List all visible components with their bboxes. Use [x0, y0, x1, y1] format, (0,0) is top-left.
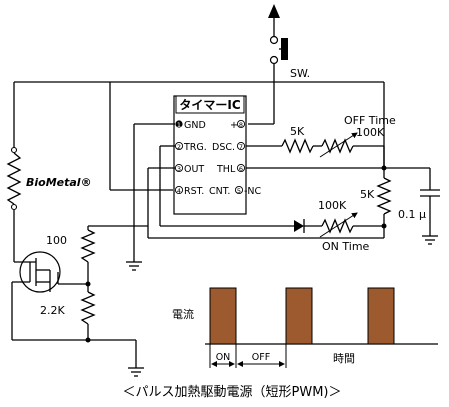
timer-ic: タイマーIC 1 GND 2 TRG. 3 OUT 4 RST. + 8 DSC…	[173, 95, 262, 215]
pin-nc-label: -NC	[244, 186, 262, 197]
pin-2-number: 2	[177, 143, 181, 151]
off-time-network	[246, 132, 385, 168]
timer-ic-title: タイマーIC	[179, 98, 240, 112]
pin-out-label: OUT	[184, 164, 204, 175]
pin-3-number: 3	[177, 165, 181, 173]
on-time-label: ON Time	[322, 240, 370, 253]
current-pulse-2	[285, 287, 313, 345]
waveform-on-label: ON	[216, 352, 231, 363]
pin-rst-label: RST.	[184, 186, 204, 197]
pin-8-number: 8	[239, 121, 243, 129]
diagram-caption: ＜パルス加熱駆動電源（短形PWM)＞	[123, 385, 342, 400]
trg-wiring	[159, 145, 294, 227]
pin-6-number: 6	[239, 165, 243, 173]
pin-dsc-label: DSC.	[212, 142, 235, 153]
r-thl-label: 5K	[360, 188, 375, 201]
switch-label: SW.	[290, 67, 310, 80]
off-time-label: OFF Time	[344, 114, 396, 127]
vr-on-label: 100K	[318, 199, 347, 212]
current-pulse-3	[367, 287, 395, 345]
pin-4-number: 4	[177, 187, 181, 195]
power-supply-arrow	[268, 4, 280, 36]
pwm-waveform	[205, 287, 438, 368]
thl-wiring	[246, 165, 440, 245]
pin-trg-label: TRG.	[183, 142, 207, 153]
waveform-off-label: OFF	[252, 352, 270, 363]
pin-1-number: 1	[177, 121, 181, 129]
pin-5-number: 5	[237, 187, 241, 195]
pin-thl-label: THL	[216, 164, 236, 175]
pin-7-number: 7	[239, 143, 243, 151]
pin-cnt-label: CNT.	[209, 186, 230, 197]
pin-gnd-label: GND	[184, 120, 206, 131]
pin-plus-label: +	[230, 120, 238, 131]
biometal-element	[6, 146, 22, 262]
waveform-ylabel: 電流	[172, 307, 194, 321]
top-power-rail	[13, 64, 385, 191]
waveform-xlabel: 時間	[333, 352, 355, 365]
mosfet-symbol	[11, 251, 88, 341]
on-time-network	[294, 212, 387, 238]
capacitor-label: 0.1 μ	[398, 208, 426, 221]
switch-symbol	[269, 35, 288, 65]
r-gate-label: 100	[46, 234, 67, 247]
gnd-wiring	[126, 123, 175, 271]
current-pulse-1	[209, 287, 237, 345]
vr-off-label: 100K	[356, 126, 385, 139]
biometal-label: BioMetal®	[26, 176, 92, 189]
r-source-label: 2.2K	[40, 304, 65, 317]
gate-network	[57, 225, 148, 377]
r-dsc-label: 5K	[290, 125, 305, 138]
